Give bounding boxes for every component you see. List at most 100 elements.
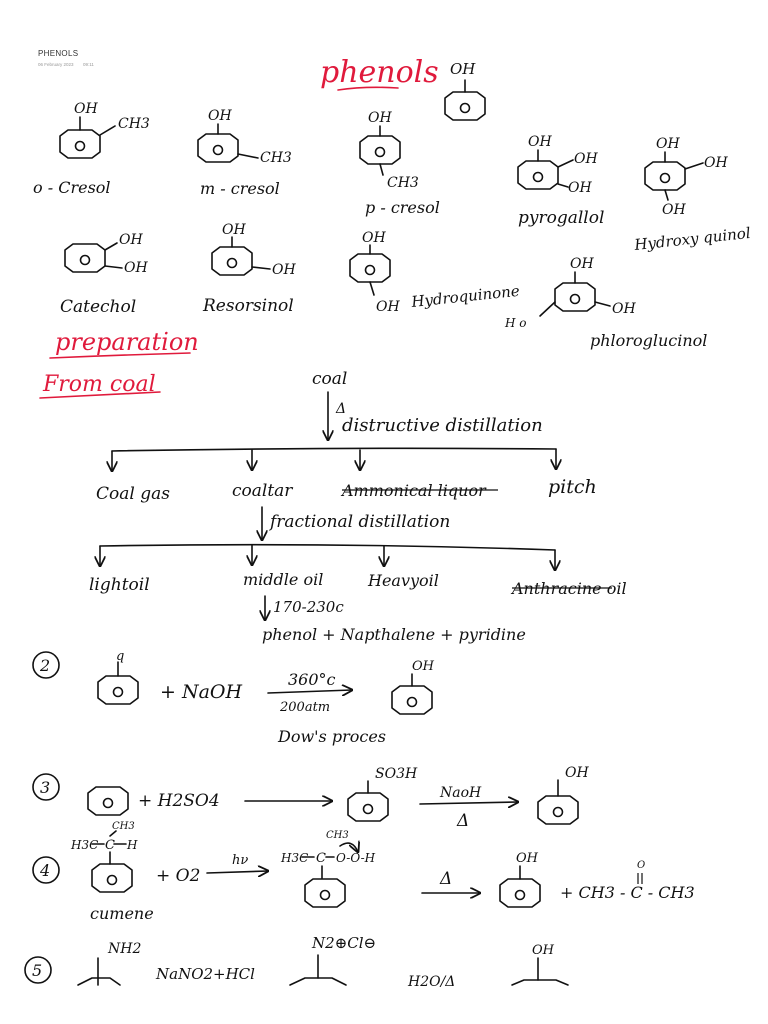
svg-text:pitch: pitch bbox=[548, 476, 597, 498]
svg-text:OH: OH bbox=[222, 222, 246, 238]
svg-text:H2O/Δ: H2O/Δ bbox=[407, 974, 455, 990]
svg-text:OH: OH bbox=[368, 110, 392, 126]
svg-text:OH: OH bbox=[376, 299, 400, 315]
svg-text:2: 2 bbox=[39, 656, 50, 675]
svg-text:lightoil: lightoil bbox=[89, 575, 150, 595]
reaction-sulphonation: 3 + H2SO4 SO3H NaoH Δ OH bbox=[32, 765, 589, 831]
svg-text:fractional distillation: fractional distillation bbox=[268, 512, 450, 532]
svg-text:OH: OH bbox=[612, 301, 636, 317]
resorsinol-structure: OH OH Resorsinol bbox=[202, 222, 296, 316]
phenol-structure: OH bbox=[444, 60, 486, 121]
p-cresol-structure: OH CH3 p - cresol bbox=[359, 110, 440, 217]
svg-text:NaoH: NaoH bbox=[439, 785, 482, 801]
svg-text:+ NaOH: + NaOH bbox=[160, 681, 242, 703]
svg-text:+ CH3 - C - CH3: + CH3 - C - CH3 bbox=[560, 883, 695, 902]
svg-text:+ O2: + O2 bbox=[156, 866, 200, 886]
svg-text:OH: OH bbox=[516, 851, 539, 866]
svg-text:OH: OH bbox=[528, 134, 552, 150]
catechol-structure: OH OH Catechol bbox=[60, 232, 148, 317]
svg-text:Heavyoil: Heavyoil bbox=[367, 571, 439, 590]
reaction-cumene-process: 4 CH3 H3C C H + O2 hν CH3 H3C C O-O-H Δ bbox=[32, 821, 695, 923]
svg-text:OH: OH bbox=[574, 151, 598, 167]
svg-text:OH: OH bbox=[208, 108, 232, 124]
reaction-dows-process: 2 q + NaOH 360°c 200atm OH Dow's proces bbox=[32, 649, 435, 746]
svg-text:OH: OH bbox=[272, 262, 296, 278]
svg-text:4: 4 bbox=[39, 861, 50, 880]
svg-text:Δ: Δ bbox=[456, 811, 469, 831]
svg-text:H o: H o bbox=[504, 316, 527, 330]
coal-distillation-tree: coal Δ distructive distillation Coal gas… bbox=[89, 369, 627, 644]
svg-text:SO3H: SO3H bbox=[375, 766, 418, 782]
heading-phenols: phenols bbox=[320, 55, 439, 90]
svg-text:360°c: 360°c bbox=[288, 670, 336, 689]
heading-underline bbox=[337, 86, 399, 91]
svg-text:distructive distillation: distructive distillation bbox=[342, 415, 543, 436]
svg-text:O-O-H: O-O-H bbox=[336, 851, 376, 865]
svg-text:+ H2SO4: + H2SO4 bbox=[138, 791, 220, 811]
svg-text:OH: OH bbox=[656, 136, 680, 152]
svg-text:hν: hν bbox=[232, 853, 248, 868]
svg-text:Coal gas: Coal gas bbox=[96, 484, 170, 504]
hydroquinone-structure: OH OH Hydroquinone bbox=[349, 230, 521, 315]
svg-text:O: O bbox=[637, 860, 645, 871]
svg-text:CH3: CH3 bbox=[387, 175, 419, 191]
svg-text:Δ: Δ bbox=[335, 401, 346, 417]
label-phloroglucinol: phloroglucinol bbox=[590, 331, 707, 350]
hydroxy-quinol-structure: OH OH OH Hydroxy quinol bbox=[633, 136, 752, 254]
label-catechol: Catechol bbox=[60, 297, 136, 317]
svg-text:OH: OH bbox=[565, 765, 589, 781]
label-pyrogallol: pyrogallol bbox=[518, 208, 604, 228]
svg-text:coal: coal bbox=[312, 369, 347, 389]
label-p-cresol: p - cresol bbox=[365, 198, 440, 217]
svg-text:C: C bbox=[105, 838, 115, 853]
svg-text:OH: OH bbox=[570, 256, 594, 272]
svg-text:H: H bbox=[126, 838, 138, 852]
svg-text:NaNO2+HCl: NaNO2+HCl bbox=[155, 965, 255, 983]
svg-text:5: 5 bbox=[32, 961, 42, 980]
svg-text:cumene: cumene bbox=[90, 904, 154, 923]
o-cresol-structure: OH CH3 o - Cresol bbox=[33, 101, 150, 197]
svg-text:N2⊕Cl⊖: N2⊕Cl⊖ bbox=[311, 934, 376, 952]
pyrogallol-structure: OH OH OH pyrogallol bbox=[517, 134, 604, 228]
svg-text:Δ: Δ bbox=[439, 869, 452, 889]
svg-text:coaltar: coaltar bbox=[232, 481, 293, 501]
svg-text:CH3: CH3 bbox=[260, 150, 292, 166]
label-resorsinol: Resorsinol bbox=[202, 296, 294, 316]
svg-text:CH3: CH3 bbox=[118, 116, 150, 132]
phloroglucinol-structure: OH OH H o phloroglucinol bbox=[504, 256, 707, 350]
svg-text:170-230c: 170-230c bbox=[273, 598, 344, 616]
svg-text:H3C: H3C bbox=[70, 838, 98, 852]
svg-text:OH: OH bbox=[119, 232, 143, 248]
svg-text:Dow's proces: Dow's proces bbox=[277, 727, 386, 746]
svg-text:OH: OH bbox=[662, 202, 686, 218]
reaction-diazotisation: 5 NH2 NaNO2+HCl N2⊕Cl⊖ H2O/Δ OH bbox=[24, 934, 569, 990]
label-m-cresol: m - cresol bbox=[200, 179, 280, 198]
svg-text:OH: OH bbox=[74, 101, 98, 117]
page-date: 06 February 2023 bbox=[38, 62, 74, 67]
label-hydroxy-quinol: Hydroxy quinol bbox=[633, 224, 752, 254]
svg-text:q: q bbox=[116, 649, 124, 664]
label-o-cresol: o - Cresol bbox=[33, 178, 111, 197]
page-time: 09:11 bbox=[83, 62, 94, 67]
svg-text:middle oil: middle oil bbox=[243, 570, 323, 589]
heading-preparation: preparation bbox=[55, 328, 199, 356]
svg-text:C: C bbox=[316, 851, 326, 866]
svg-text:OH: OH bbox=[362, 230, 386, 246]
svg-text:phenol + Napthalene + pyridine: phenol + Napthalene + pyridine bbox=[262, 625, 526, 644]
svg-text:OH: OH bbox=[124, 260, 148, 276]
svg-text:OH: OH bbox=[568, 180, 592, 196]
svg-text:NH2: NH2 bbox=[107, 941, 141, 957]
svg-text:3: 3 bbox=[40, 778, 50, 797]
svg-text:CH3: CH3 bbox=[326, 830, 349, 841]
svg-text:200atm: 200atm bbox=[279, 700, 330, 715]
svg-text:OH: OH bbox=[704, 155, 728, 171]
svg-text:OH: OH bbox=[532, 943, 555, 958]
svg-text:OH: OH bbox=[450, 60, 476, 78]
label-hydroquinone: Hydroquinone bbox=[410, 282, 521, 311]
svg-text:CH3: CH3 bbox=[112, 821, 135, 832]
m-cresol-structure: OH CH3 m - cresol bbox=[197, 108, 292, 198]
svg-text:H3C: H3C bbox=[280, 851, 308, 865]
svg-text:OH: OH bbox=[412, 659, 435, 674]
page-title: PHENOLS bbox=[38, 49, 79, 58]
